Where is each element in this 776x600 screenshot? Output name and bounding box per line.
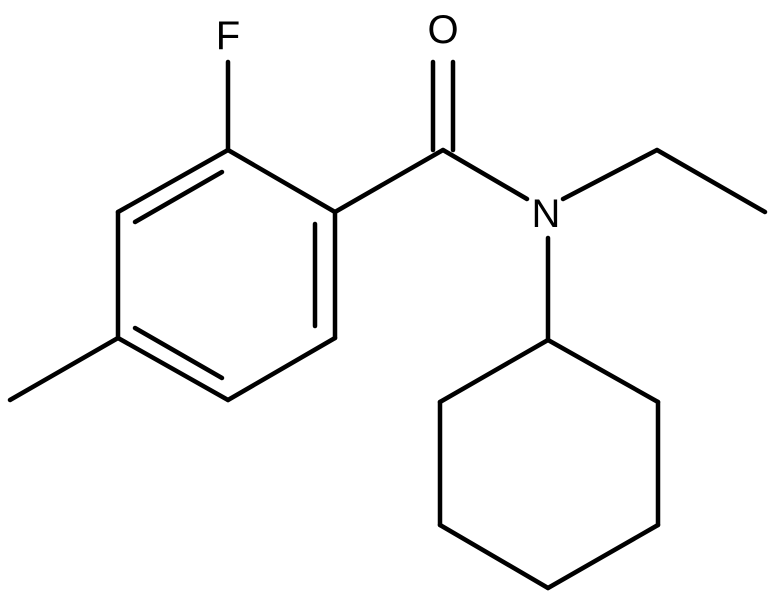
- atom-label-nitrogen: N: [532, 192, 561, 236]
- ring-bond-c4-c5: [115, 335, 231, 403]
- ring-bond-c2-c3-inner: [132, 169, 225, 225]
- benzene-ring: [115, 147, 338, 403]
- atom-label-fluorine: F: [216, 14, 240, 58]
- bond-carbonyl-nitrogen: [440, 147, 530, 202]
- ring-bond-c4-c5-inner: [132, 325, 225, 381]
- bond-c1-carbonyl: [332, 147, 446, 215]
- cyclohexane-bond-6: [437, 337, 551, 405]
- cyclohexane-bond-1: [545, 337, 661, 405]
- atom-label-oxygen: O: [427, 8, 458, 52]
- cyclohexane-bond-3: [545, 522, 661, 591]
- cyclohexane-ring: [437, 337, 661, 591]
- cyclohexane-bond-4: [437, 522, 551, 591]
- ring-bond-c5-c6: [225, 335, 338, 403]
- ring-bond-c1-c2: [225, 147, 338, 215]
- ring-bond-c2-c3: [115, 147, 231, 215]
- bond-c4-methyl: [7, 335, 121, 403]
- bond-ethyl-ch2-ch3: [654, 147, 768, 215]
- bond-nitrogen-ethyl-ch2: [560, 147, 660, 202]
